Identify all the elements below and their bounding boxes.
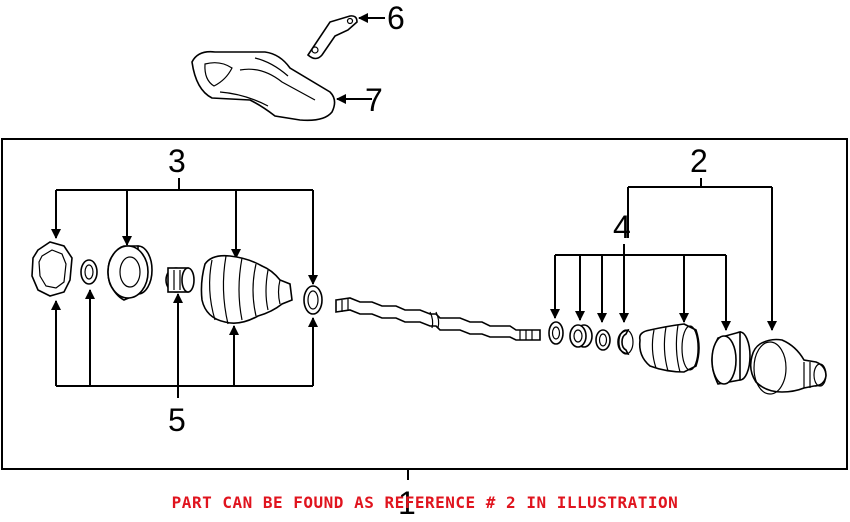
reference-note: PART CAN BE FOUND AS REFERENCE # 2 IN IL… xyxy=(171,493,679,512)
right-boot-band xyxy=(711,330,751,385)
right-small-ring xyxy=(548,321,564,345)
right-spacer-ring xyxy=(595,329,611,351)
outer-cv-joint xyxy=(749,338,827,395)
left-boot-ring xyxy=(303,285,323,315)
axle-shaft xyxy=(335,297,541,341)
assembly-frame xyxy=(1,138,848,470)
left-boot-clamp xyxy=(31,241,73,297)
left-inner-bearing xyxy=(165,267,195,293)
right-snap-ring xyxy=(617,328,634,356)
callout-2: 2 xyxy=(690,143,708,179)
callout-5: 5 xyxy=(168,402,186,438)
callout-1: 1 xyxy=(398,485,416,521)
callout-7: 7 xyxy=(365,82,383,118)
right-cv-boot xyxy=(638,323,700,373)
callout-6: 6 xyxy=(387,0,405,36)
right-clamp-ring xyxy=(569,324,593,348)
callout-4: 4 xyxy=(613,209,631,245)
left-small-ring xyxy=(80,259,98,285)
callout-3: 3 xyxy=(168,143,186,179)
left-outer-race xyxy=(107,245,153,301)
bracket-part-6 xyxy=(306,15,358,60)
left-cv-boot xyxy=(200,254,293,325)
heat-shield-part-7 xyxy=(191,50,336,122)
